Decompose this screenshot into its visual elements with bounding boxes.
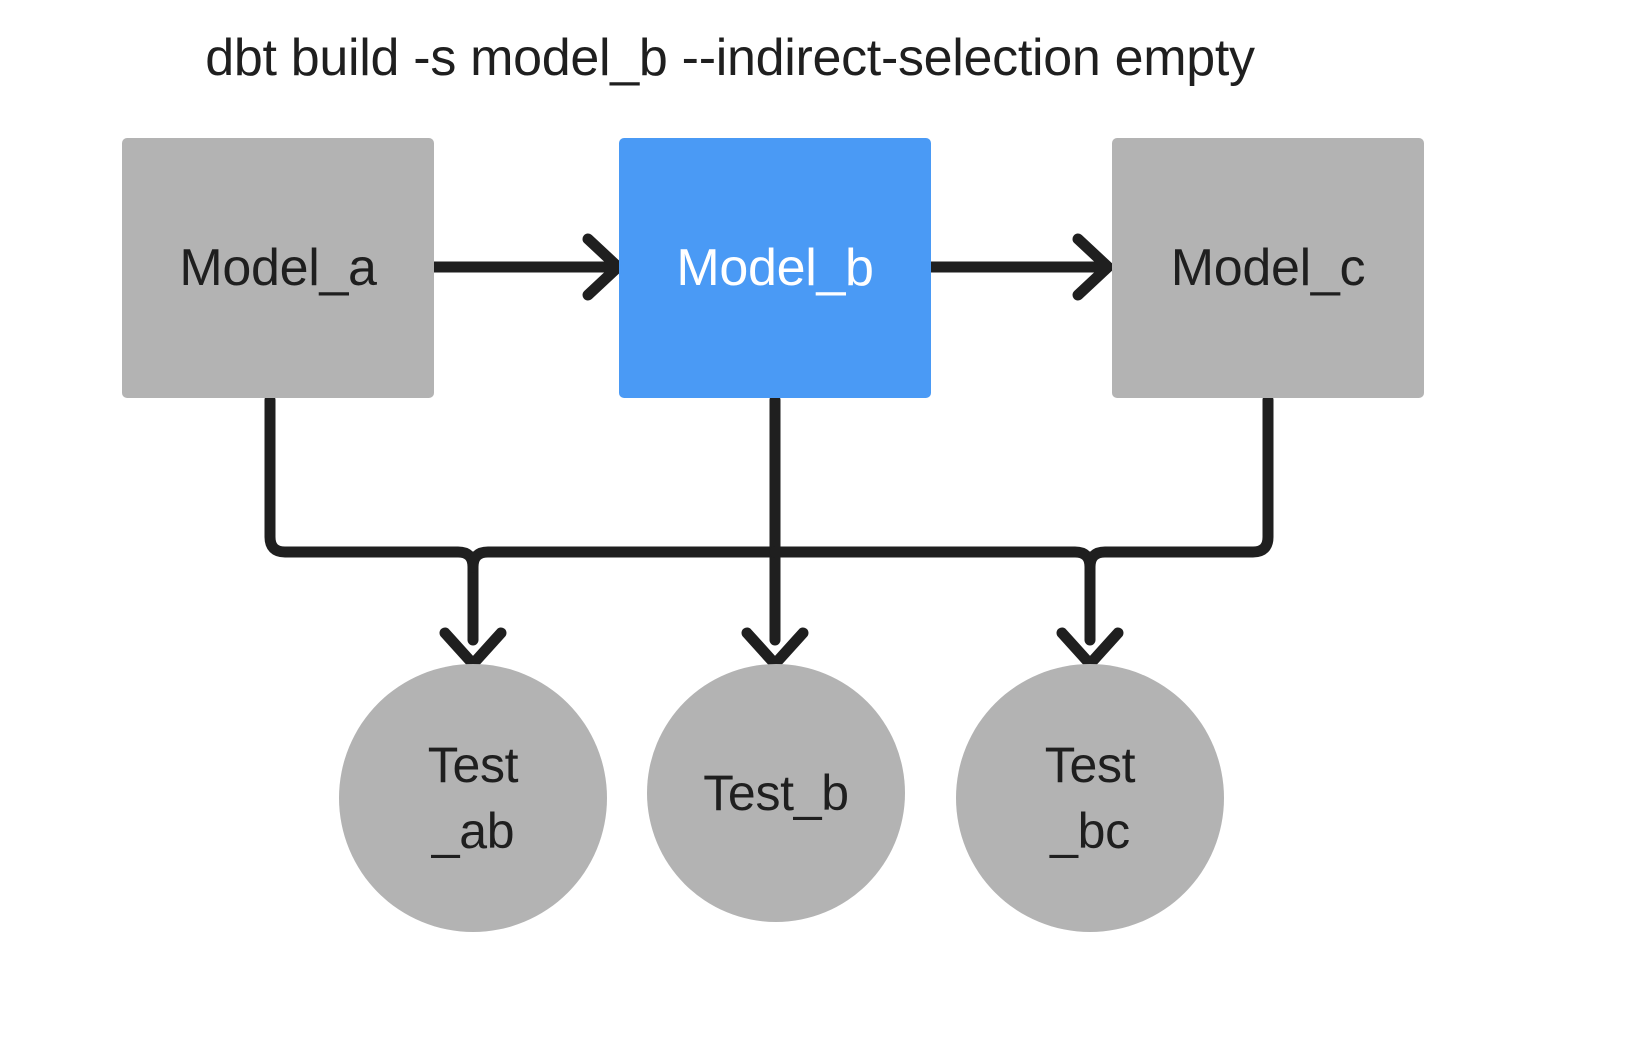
node-model-c-label: Model_c [1170, 239, 1366, 297]
node-test-bc[interactable]: Test _bc [956, 664, 1224, 932]
arrowhead-test-ab-in [439, 627, 507, 670]
node-test-ab[interactable]: Test _ab [339, 664, 607, 932]
arrowhead-test-b-in [741, 627, 809, 670]
arrowhead-test-bc-in [1056, 627, 1124, 670]
arrowhead-model-c-in [1072, 233, 1114, 301]
edge-model-b-to-test-ab [467, 546, 781, 573]
node-test-b-label-line1: Test_b [703, 765, 849, 821]
arrowhead-model-b-in [582, 233, 624, 301]
node-test-b[interactable]: Test_b [647, 664, 905, 922]
edge-model-b-to-test-bc [769, 546, 1096, 646]
node-model-a-label: Model_a [179, 239, 377, 297]
node-model-b-label: Model_b [676, 239, 874, 297]
node-test-bc-label: Test _bc [1045, 732, 1136, 864]
node-model-c[interactable]: Model_c [1112, 138, 1424, 398]
node-test-bc-label-line1: Test [1044, 737, 1136, 793]
node-test-bc-label-line2: _bc [1050, 803, 1130, 859]
node-model-b[interactable]: Model_b [619, 138, 931, 398]
node-model-a[interactable]: Model_a [122, 138, 434, 398]
diagram-title: dbt build -s model_b --indirect-selectio… [205, 29, 1255, 87]
node-test-b-label: Test_b [703, 760, 849, 826]
edge-model-c-to-test-bc [1084, 394, 1274, 573]
edge-model-a-to-test-ab [264, 394, 479, 646]
node-test-ab-label: Test _ab [428, 732, 519, 864]
node-test-ab-label-line2: _ab [431, 803, 515, 859]
node-test-ab-label-line1: Test [427, 737, 519, 793]
